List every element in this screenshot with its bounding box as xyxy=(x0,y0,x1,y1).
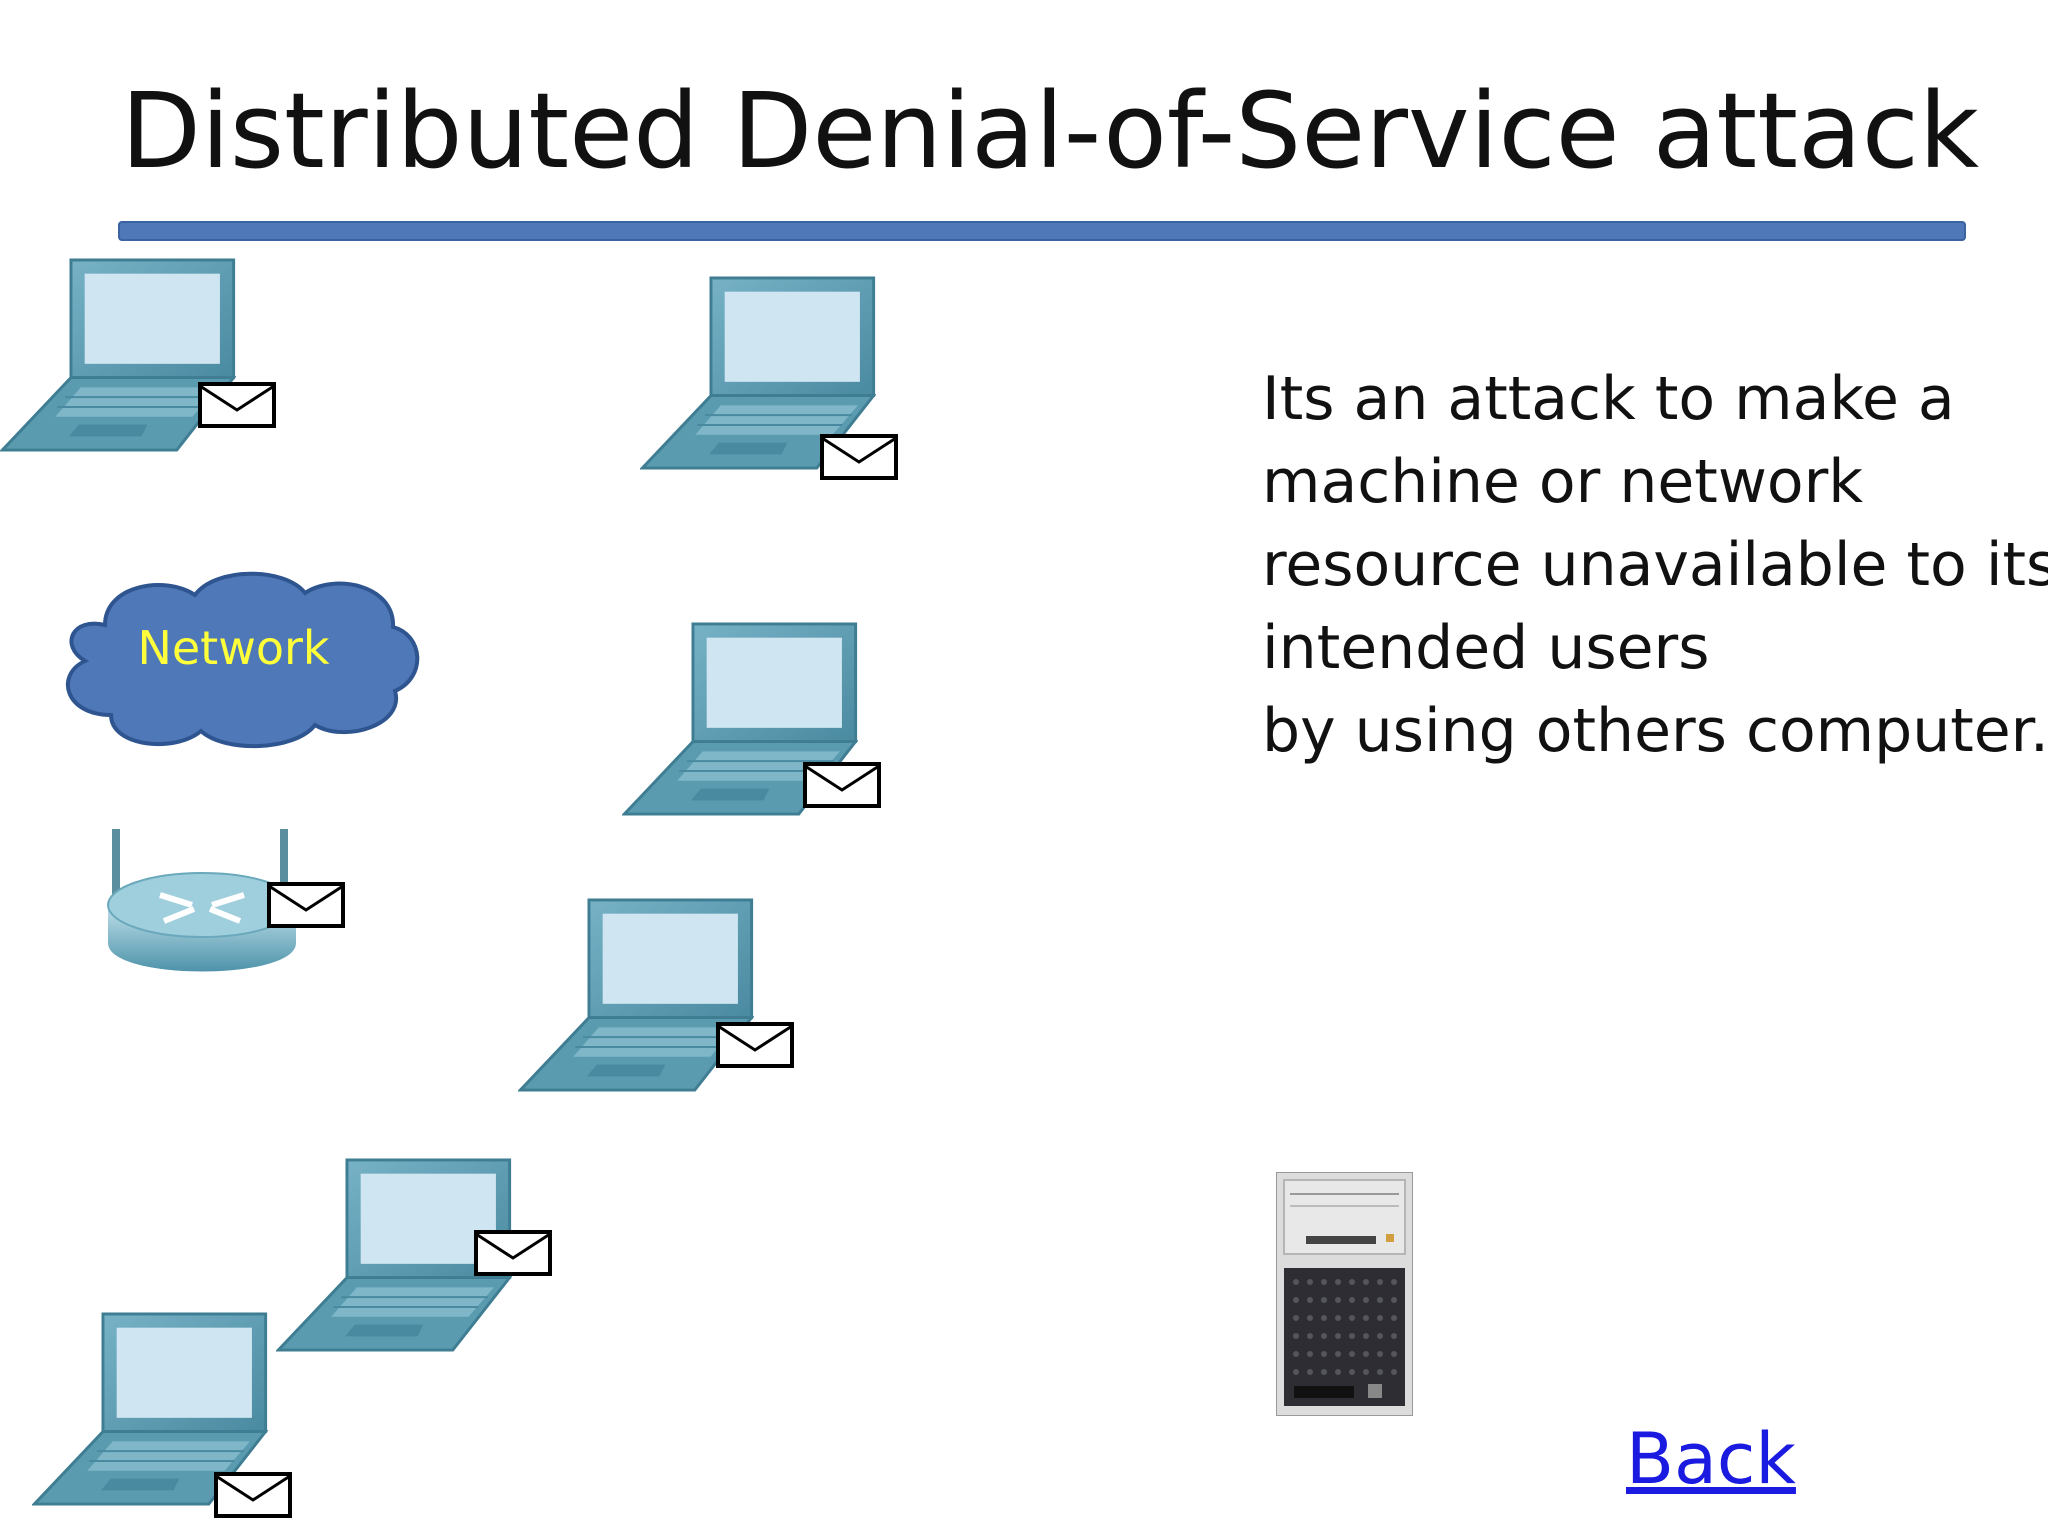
target-server xyxy=(1276,1172,1413,1416)
cloud-icon xyxy=(65,571,420,748)
envelope-icon xyxy=(803,762,881,808)
envelope-icon xyxy=(820,434,898,480)
description-line: by using others computer. xyxy=(1262,696,2048,766)
server-icon xyxy=(1276,1172,1413,1416)
description-line: resource unavailable to its xyxy=(1262,530,2048,600)
description-line: intended users xyxy=(1262,613,1710,683)
description-line: machine or network xyxy=(1262,447,1864,517)
router xyxy=(104,825,300,977)
back-link[interactable]: Back xyxy=(1626,1418,1796,1500)
envelope-icon xyxy=(716,1022,794,1068)
envelope-icon xyxy=(198,382,276,428)
network-cloud: Network xyxy=(45,565,422,751)
router-icon xyxy=(107,829,297,972)
title-divider xyxy=(118,221,1966,241)
envelope-icon xyxy=(267,882,345,928)
envelope-icon xyxy=(214,1472,292,1518)
description-line: Its an attack to make a xyxy=(1262,364,1955,434)
slide-title: Distributed Denial-of-Service attack xyxy=(120,70,1980,192)
envelope-icon xyxy=(474,1230,552,1276)
description-text: Its an attack to make a machine or netwo… xyxy=(1262,358,2048,773)
cloud-label: Network xyxy=(137,621,330,675)
